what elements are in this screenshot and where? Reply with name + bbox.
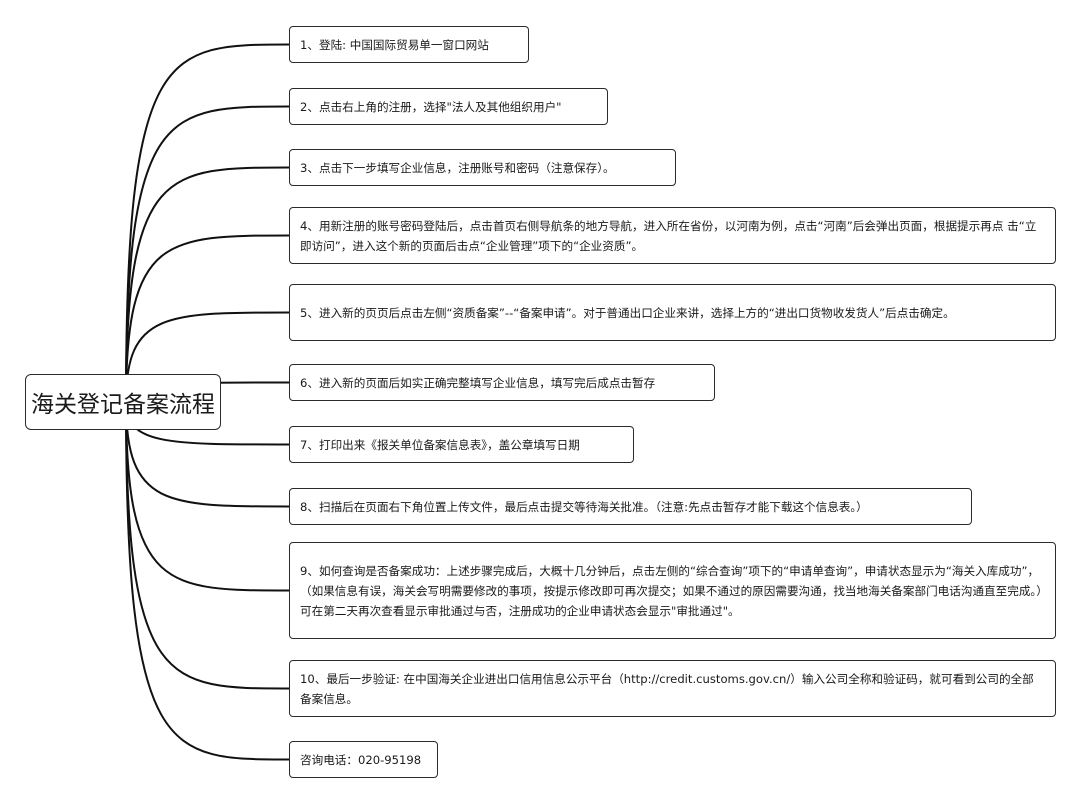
step-node-7[interactable]: 7、打印出来《报关单位备案信息表》，盖公章填写日期 bbox=[289, 426, 634, 463]
step-text: 3、点击下一步填写企业信息，注册账号和密码（注意保存）。 bbox=[300, 160, 615, 175]
step-text: 9、如何查询是否备案成功：上述步骤完成后，大概十几分钟后，点击左侧的“综合查询”… bbox=[300, 563, 1042, 618]
step-node-3[interactable]: 3、点击下一步填写企业信息，注册账号和密码（注意保存）。 bbox=[289, 149, 676, 186]
connector-line bbox=[124, 43, 290, 403]
connector-line bbox=[124, 401, 290, 592]
step-text: 8、扫描后在页面右下角位置上传文件，最后点击提交等待海关批准。（注意:先点击暂存… bbox=[300, 499, 868, 514]
contact-node[interactable]: 咨询电话：020-95198 bbox=[289, 741, 438, 778]
root-topic[interactable]: 海关登记备案流程 bbox=[25, 374, 221, 430]
connector-line bbox=[124, 105, 290, 403]
contact-text: 咨询电话：020-95198 bbox=[300, 752, 422, 767]
step-node-1[interactable]: 1、登陆: 中国国际贸易单一窗口网站 bbox=[289, 26, 529, 63]
step-text: 5、进入新的页页后点击左侧“资质备案”--“备案申请”。对于普通出口企业来讲，选… bbox=[300, 305, 955, 320]
connector-line bbox=[124, 234, 290, 403]
root-topic-label: 海关登记备案流程 bbox=[31, 392, 215, 418]
step-text: 6、进入新的页面后如实正确完整填写企业信息，填写完后成点击暂存 bbox=[300, 375, 656, 390]
step-node-5[interactable]: 5、进入新的页页后点击左侧“资质备案”--“备案申请”。对于普通出口企业来讲，选… bbox=[289, 284, 1056, 341]
step-node-4[interactable]: 4、用新注册的账号密码登陆后，点击首页右侧导航条的地方导航，进入所在省份，以河南… bbox=[289, 207, 1056, 264]
step-text: 1、登陆: 中国国际贸易单一窗口网站 bbox=[300, 37, 489, 52]
step-text: 7、打印出来《报关单位备案信息表》，盖公章填写日期 bbox=[300, 437, 580, 452]
step-node-6[interactable]: 6、进入新的页面后如实正确完整填写企业信息，填写完后成点击暂存 bbox=[289, 364, 715, 401]
step-node-10[interactable]: 10、最后一步验证: 在中国海关企业进出口信用信息公示平台（http://cre… bbox=[289, 660, 1056, 717]
step-text: 2、点击右上角的注册，选择"法人及其他组织用户" bbox=[300, 99, 562, 114]
step-text: 4、用新注册的账号密码登陆后，点击首页右侧导航条的地方导航，进入所在省份，以河南… bbox=[300, 218, 1037, 253]
step-node-9[interactable]: 9、如何查询是否备案成功：上述步骤完成后，大概十几分钟后，点击左侧的“综合查询”… bbox=[289, 542, 1056, 639]
step-node-8[interactable]: 8、扫描后在页面右下角位置上传文件，最后点击提交等待海关批准。（注意:先点击暂存… bbox=[289, 488, 972, 525]
step-node-2[interactable]: 2、点击右上角的注册，选择"法人及其他组织用户" bbox=[289, 88, 608, 125]
connector-line bbox=[124, 401, 290, 761]
step-text: 10、最后一步验证: 在中国海关企业进出口信用信息公示平台（http://cre… bbox=[300, 671, 1034, 706]
connector-line bbox=[124, 166, 290, 403]
